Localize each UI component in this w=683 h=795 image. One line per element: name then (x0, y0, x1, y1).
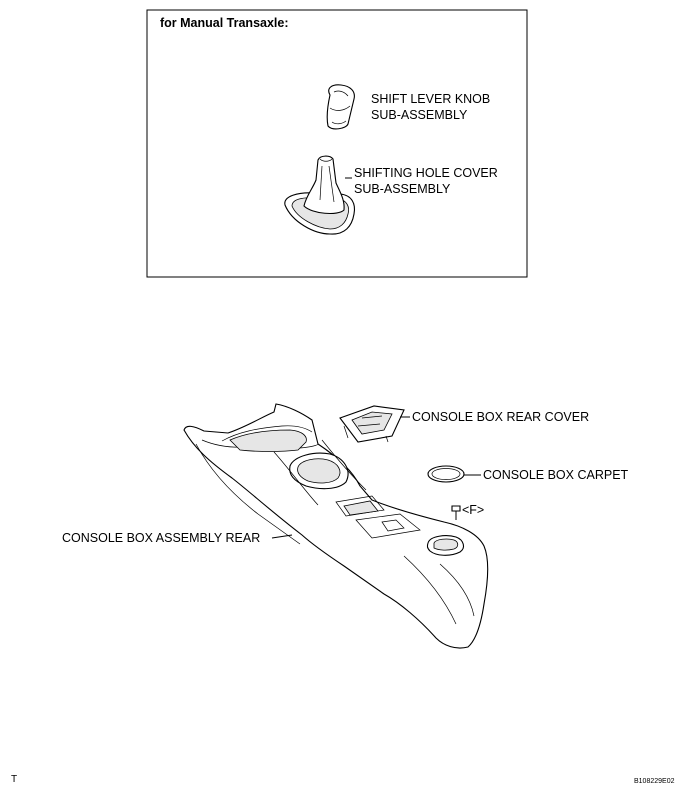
console-box-rear-cover-icon (339, 405, 405, 443)
figure-id: B108229E02 (634, 778, 675, 785)
knob-label-line-2: SUB-ASSEMBLY (371, 108, 468, 122)
clip-icon (451, 505, 461, 520)
rear-cover-label: CONSOLE BOX REAR COVER (412, 410, 589, 424)
knob-label-line-1: SHIFT LEVER KNOB (371, 92, 490, 106)
inset-title: for Manual Transaxle: (160, 16, 289, 30)
cover-label-line-1: SHIFTING HOLE COVER (354, 166, 498, 180)
inset-frame (146, 9, 528, 278)
manual-transaxle-inset: for Manual Transaxle: SHIFT LEVER KNOB S… (146, 9, 528, 278)
footer-left-mark: T (11, 774, 17, 785)
clip-label: <F> (462, 503, 484, 517)
shifting-hole-cover-icon (284, 155, 356, 235)
assembly-leader (271, 534, 293, 539)
cover-label-line-2: SUB-ASSEMBLY (354, 182, 451, 196)
assembly-label: CONSOLE BOX ASSEMBLY REAR (62, 531, 260, 545)
shift-lever-knob-icon (326, 84, 355, 130)
console-box-carpet-icon (427, 465, 465, 483)
carpet-label: CONSOLE BOX CARPET (483, 468, 629, 482)
console-box-assembly-rear-icon (183, 403, 489, 649)
